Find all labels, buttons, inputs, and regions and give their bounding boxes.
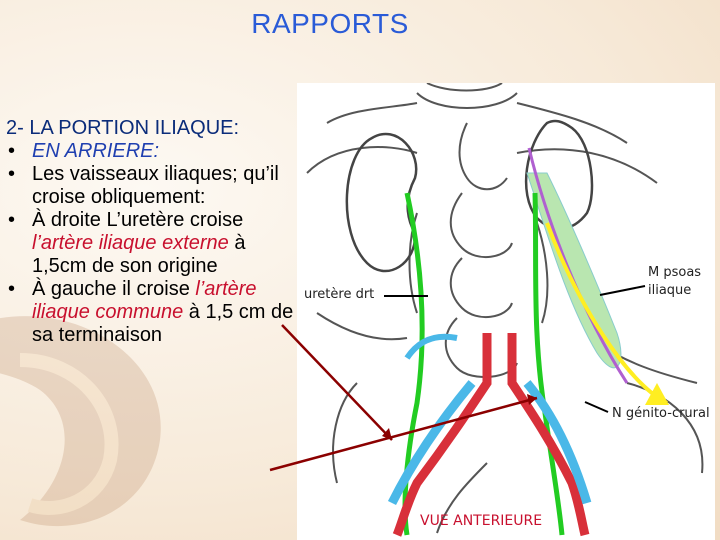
anatomy-diagram — [297, 83, 715, 540]
bullet-marker: • — [8, 163, 16, 185]
label-vue-anterieure: VUE ANTERIEURE — [420, 513, 543, 529]
section-heading: 2- LA PORTION ILIAQUE: — [6, 117, 240, 139]
bullet-text-segment: À droite L’uretère croise — [32, 209, 244, 231]
label-genito-crural: N génito-crural — [612, 406, 710, 421]
bullet-text-segment: à 1,5cm de son origine — [32, 232, 246, 277]
bullet-text-segment: Les vaisseaux iliaques; qu’il croise obl… — [32, 163, 279, 208]
bullet-text-segment: EN ARRIERE: — [32, 140, 160, 162]
bullet-item: • Les vaisseaux iliaques; qu’il croise ob… — [6, 163, 298, 209]
slide-title: RAPPORTS — [251, 8, 409, 39]
kidney-watermark-image — [0, 316, 161, 527]
bullet-marker: • — [8, 278, 16, 300]
bullet-item: • À gauche il croise l’artère iliaque com… — [6, 278, 298, 347]
bullet-text-segment: À gauche il croise — [32, 278, 196, 300]
bullet-item: • EN ARRIERE: — [6, 140, 298, 163]
text-block: 2- LA PORTION ILIAQUE: • EN ARRIERE: • Les … — [6, 117, 298, 347]
bullet-marker: • — [8, 140, 16, 162]
anatomy-drawing — [306, 83, 704, 537]
bullet-text-segment: l’artère iliaque externe — [32, 232, 229, 254]
bullet-list: • EN ARRIERE: • Les vaisseaux iliaques; qu’… — [6, 140, 298, 347]
bullet-item: • À droite L’uretère croise l’artère ilia… — [6, 209, 298, 278]
bullet-text-segment: à 1,5 cm de sa terminaison — [32, 301, 294, 346]
label-psoas: M psoas iliaque — [648, 265, 702, 298]
label-uretere: uretère drt — [304, 287, 375, 302]
bullet-marker: • — [8, 209, 16, 231]
bullet-text-segment: l’artère iliaque commune — [32, 278, 257, 323]
